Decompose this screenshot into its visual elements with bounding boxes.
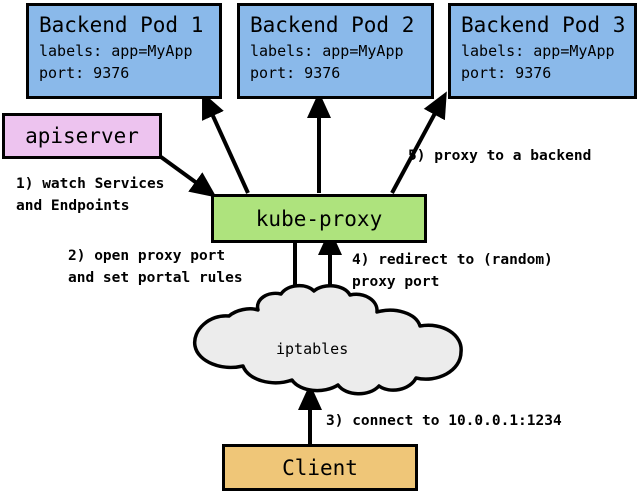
arrow-apiserver-to-kubeproxy	[159, 155, 217, 198]
arrow-kubeproxy-to-pod1	[202, 91, 250, 194]
backend-pod-2-title: Backend Pod 2	[250, 13, 415, 37]
backend-pod-1-port: port: 9376	[39, 64, 130, 82]
backend-pod-2-labels: labels: app=MyApp	[250, 42, 404, 60]
backend-pod-3-port: port: 9376	[461, 64, 552, 82]
step-4-label-line2: proxy port	[352, 274, 440, 290]
client-box[interactable]: Client	[222, 444, 418, 491]
arrow-kubeproxy-to-pod3	[390, 91, 447, 194]
step-5-label-line1: 5) proxy to a backend	[408, 148, 592, 164]
backend-pod-2-port: port: 9376	[250, 64, 341, 82]
backend-pod-2-box[interactable]: Backend Pod 2 labels: app=MyApp port: 93…	[237, 3, 434, 99]
backend-pod-1-labels: labels: app=MyApp	[39, 42, 193, 60]
kube-proxy-box[interactable]: kube-proxy	[211, 194, 427, 243]
apiserver-box[interactable]: apiserver	[2, 113, 162, 159]
iptables-cloud-shape	[193, 284, 463, 396]
backend-pod-3-labels: labels: app=MyApp	[461, 42, 615, 60]
backend-pod-1-title: Backend Pod 1	[39, 13, 204, 37]
step-3-label-line1: 3) connect to 10.0.0.1:1234	[326, 413, 562, 429]
backend-pod-3-title: Backend Pod 3	[461, 13, 626, 37]
step-2-label-line2: and set portal rules	[68, 270, 243, 286]
apiserver-label: apiserver	[25, 124, 139, 148]
backend-pod-1-box[interactable]: Backend Pod 1 labels: app=MyApp port: 93…	[26, 3, 222, 99]
iptables-label: iptables	[276, 340, 349, 358]
kube-proxy-label: kube-proxy	[255, 206, 383, 231]
client-label: Client	[282, 455, 358, 480]
step-1-label-line1: 1) watch Services	[16, 176, 165, 192]
step-1-label-line2: and Endpoints	[16, 198, 130, 214]
backend-pod-3-box[interactable]: Backend Pod 3 labels: app=MyApp port: 93…	[448, 3, 637, 99]
step-2-label-line1: 2) open proxy port	[68, 248, 226, 264]
step-4-label-line1: 4) redirect to (random)	[352, 252, 553, 268]
